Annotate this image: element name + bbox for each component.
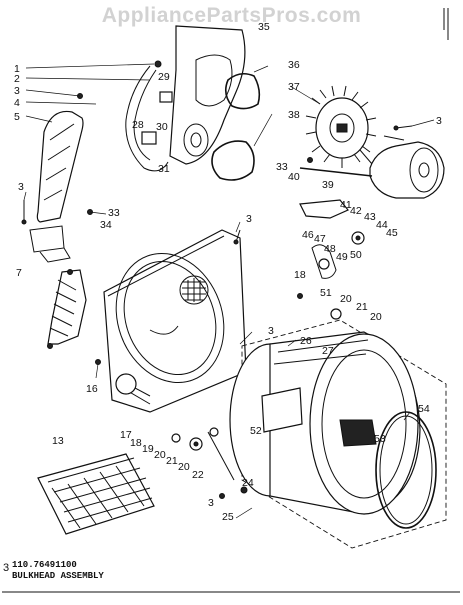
- callout-49: 49: [336, 251, 348, 263]
- callout-19: 19: [142, 443, 154, 455]
- callout-3: 3: [246, 213, 252, 225]
- callout-29: 29: [158, 71, 170, 83]
- wiring-harness-part: [125, 60, 173, 172]
- callout-37: 37: [288, 81, 300, 93]
- roller-parts: [171, 427, 248, 499]
- callout-5: 5: [14, 111, 20, 123]
- callout-20: 20: [154, 449, 166, 461]
- callout-3: 3: [18, 181, 24, 193]
- bulkhead-panel-part: [95, 229, 247, 413]
- callout-35: 35: [258, 21, 270, 33]
- callout-38: 38: [288, 109, 300, 121]
- callout-45: 45: [386, 227, 398, 239]
- callout-labels: 1 2 3 4 5 3 33 34 7 29 28 30 31 35 36 37…: [14, 21, 442, 523]
- callout-36: 36: [288, 59, 300, 71]
- drum-seal-part: [375, 411, 437, 529]
- assembly-title: BULKHEAD ASSEMBLY: [12, 571, 104, 581]
- callout-13: 13: [52, 435, 64, 447]
- model-code: 110.76491100: [12, 560, 77, 570]
- heating-element-part: [47, 269, 87, 349]
- callout-44: 44: [376, 219, 388, 231]
- callout-4: 4: [14, 97, 20, 109]
- callout-20: 20: [340, 293, 352, 305]
- callout-42: 42: [350, 205, 362, 217]
- callout-3: 3: [436, 115, 442, 127]
- callout-18: 18: [294, 269, 306, 281]
- callout-41: 41: [340, 199, 352, 211]
- callout-31: 31: [158, 163, 170, 175]
- callout-30: 30: [156, 121, 168, 133]
- callout-33: 33: [276, 161, 288, 173]
- callout-16: 16: [86, 383, 98, 395]
- border-ticks: [2, 8, 460, 593]
- blower-wheel-part: [305, 85, 377, 168]
- blower-housing-part: [169, 25, 246, 165]
- callout-48: 48: [324, 243, 336, 255]
- callout-46: 46: [302, 229, 314, 241]
- heater-housing-part: [29, 110, 84, 263]
- callout-17: 17: [120, 429, 132, 441]
- callout-53: 53: [374, 433, 386, 445]
- callout-26: 26: [300, 335, 312, 347]
- drum-part: [229, 319, 447, 549]
- caption-mark: 3: [3, 562, 10, 574]
- watermark: AppliancePartsPros.com: [101, 4, 362, 27]
- drive-motor-part: [359, 135, 445, 199]
- callout-3: 3: [14, 85, 20, 97]
- callout-18: 18: [130, 437, 142, 449]
- callout-22: 22: [192, 469, 204, 481]
- callout-25: 25: [222, 511, 234, 523]
- callout-20: 20: [178, 461, 190, 473]
- callout-27: 27: [322, 345, 334, 357]
- callout-33: 33: [108, 207, 120, 219]
- callout-24: 24: [242, 477, 254, 489]
- callout-47: 47: [314, 233, 326, 245]
- callout-2: 2: [14, 73, 20, 85]
- leader-lines: [23, 63, 435, 519]
- callout-7: 7: [16, 267, 22, 279]
- gasket-parts: [211, 72, 261, 181]
- callout-34: 34: [100, 219, 112, 231]
- callout-3: 3: [268, 325, 274, 337]
- callout-40: 40: [288, 171, 300, 183]
- callout-52: 52: [250, 425, 262, 437]
- callout-1: 1: [14, 63, 20, 75]
- idler-parts: [297, 167, 373, 320]
- callout-51: 51: [320, 287, 332, 299]
- callout-50: 50: [350, 249, 362, 261]
- callout-21: 21: [166, 455, 178, 467]
- callout-20: 20: [370, 311, 382, 323]
- callout-3: 3: [208, 497, 214, 509]
- callout-28: 28: [132, 119, 144, 131]
- callout-43: 43: [364, 211, 376, 223]
- callout-39: 39: [322, 179, 334, 191]
- lint-screen-part: [37, 453, 155, 535]
- callout-21: 21: [356, 301, 368, 313]
- callout-54: 54: [418, 403, 430, 415]
